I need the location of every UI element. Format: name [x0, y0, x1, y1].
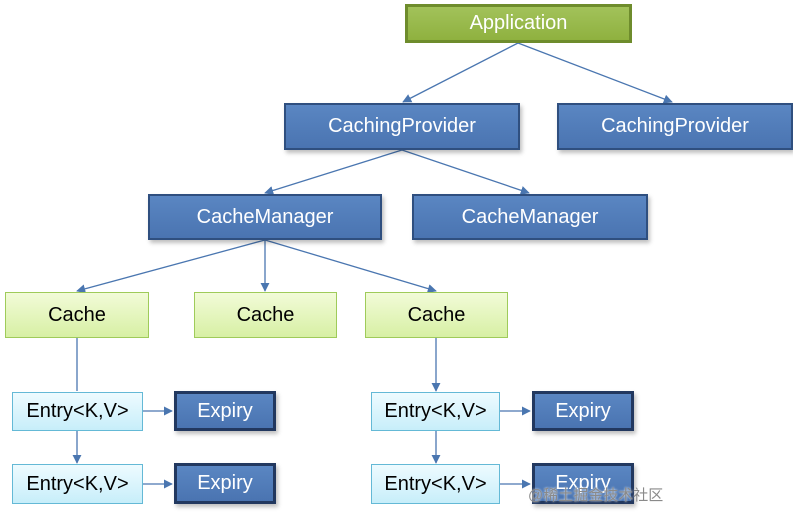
cache-node-3: Cache [365, 292, 508, 338]
caching-provider-node-1: CachingProvider [284, 103, 520, 150]
edge-provider1-manager2 [401, 149, 530, 195]
edge-app-provider2 [517, 42, 673, 104]
entry-node-4: Entry<K,V> [371, 464, 500, 504]
edge-app-provider1 [402, 42, 519, 103]
cache-manager-node-1: CacheManager [148, 194, 382, 240]
expiry-node-2: Expiry [174, 463, 276, 504]
caching-provider-node-2: CachingProvider [557, 103, 793, 150]
watermark-text: @稀土掘金技术社区 [528, 487, 664, 504]
entry-node-3: Entry<K,V> [371, 392, 500, 431]
expiry-node-3: Expiry [532, 391, 634, 431]
application-node: Application [405, 4, 632, 43]
entry-node-2: Entry<K,V> [12, 464, 143, 504]
cache-node-2: Cache [194, 292, 337, 338]
expiry-node-1: Expiry [174, 391, 276, 431]
edge-manager1-cache1 [76, 239, 266, 294]
cache-node-1: Cache [5, 292, 149, 338]
edge-manager1-cache3 [264, 239, 437, 294]
expiry-node-4: Expiry [532, 463, 634, 504]
cache-manager-node-2: CacheManager [412, 194, 648, 240]
edge-provider1-manager1 [264, 149, 403, 195]
entry-node-1: Entry<K,V> [12, 392, 143, 431]
